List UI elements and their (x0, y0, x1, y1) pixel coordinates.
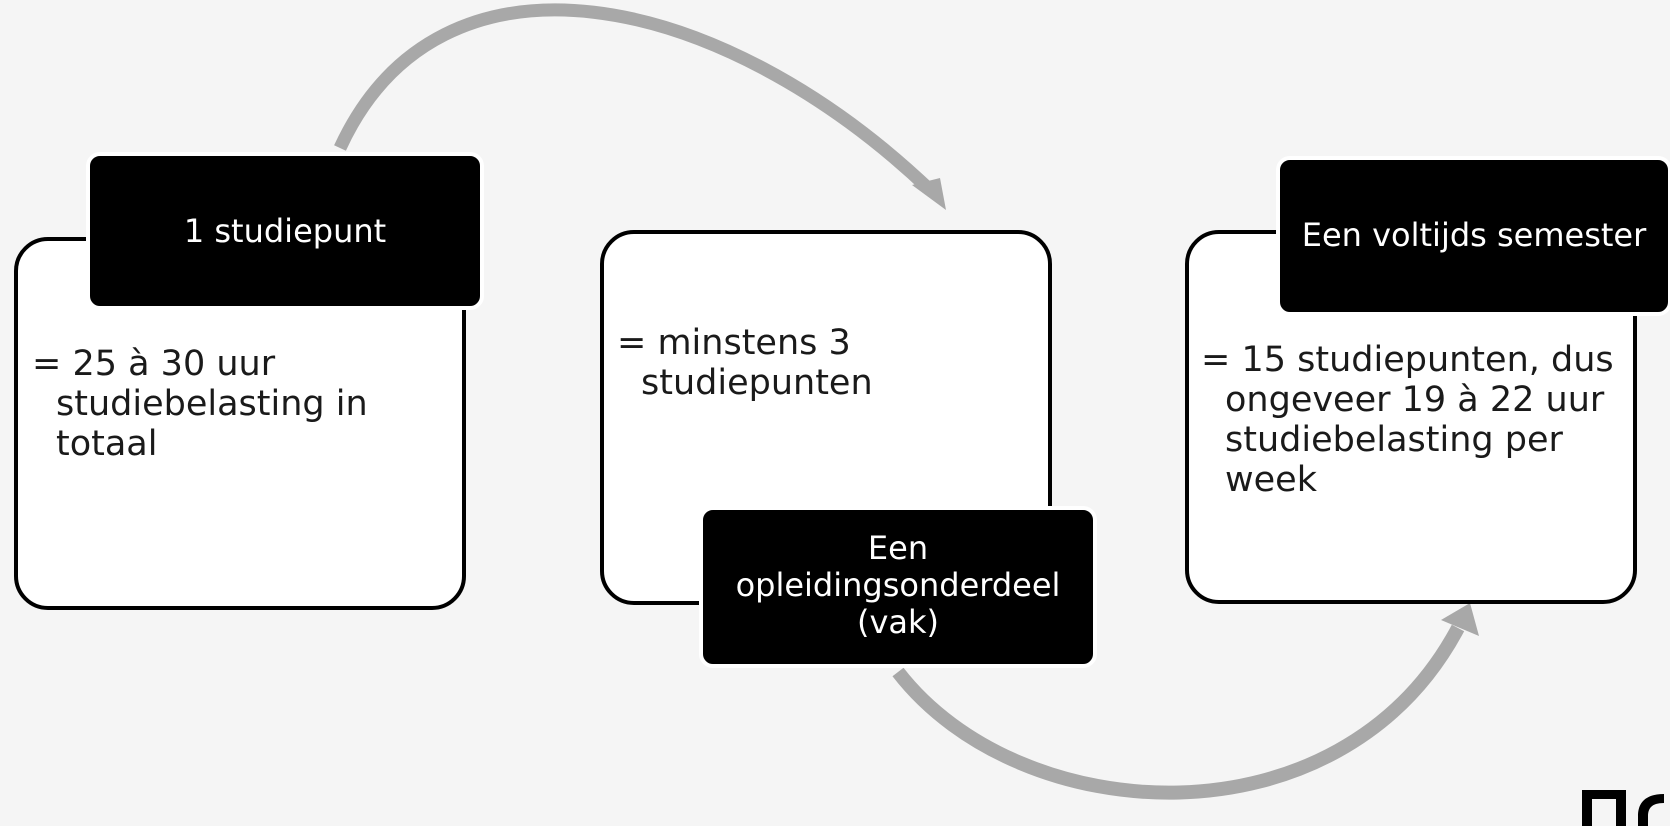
step-label-1: 1 studiepunt (86, 152, 484, 310)
arrow-step2-to-step3 (892, 624, 1465, 800)
step-label-3-text: Een voltijds semester (1301, 216, 1647, 254)
step-text-1: = 25 à 30 uur studiebelasting in totaal (32, 344, 368, 464)
arrow-head-step3 (1441, 603, 1479, 636)
step-label-1-text: 1 studiepunt (183, 212, 387, 250)
step-label-2: Een opleidingsonderdeel (vak) (699, 506, 1097, 668)
step-label-2-text: Een opleidingsonderdeel (vak) (735, 529, 1061, 641)
step-label-3: Een voltijds semester (1276, 156, 1670, 316)
step-text-2: = minstens 3 studiepunten (617, 323, 873, 403)
step-text-3: = 15 studiepunten, dus ongeveer 19 à 22 … (1201, 340, 1614, 500)
arrow-head-step2 (912, 178, 946, 210)
logo-mark (1582, 790, 1664, 826)
arrow-step1-to-step2 (334, 3, 935, 195)
